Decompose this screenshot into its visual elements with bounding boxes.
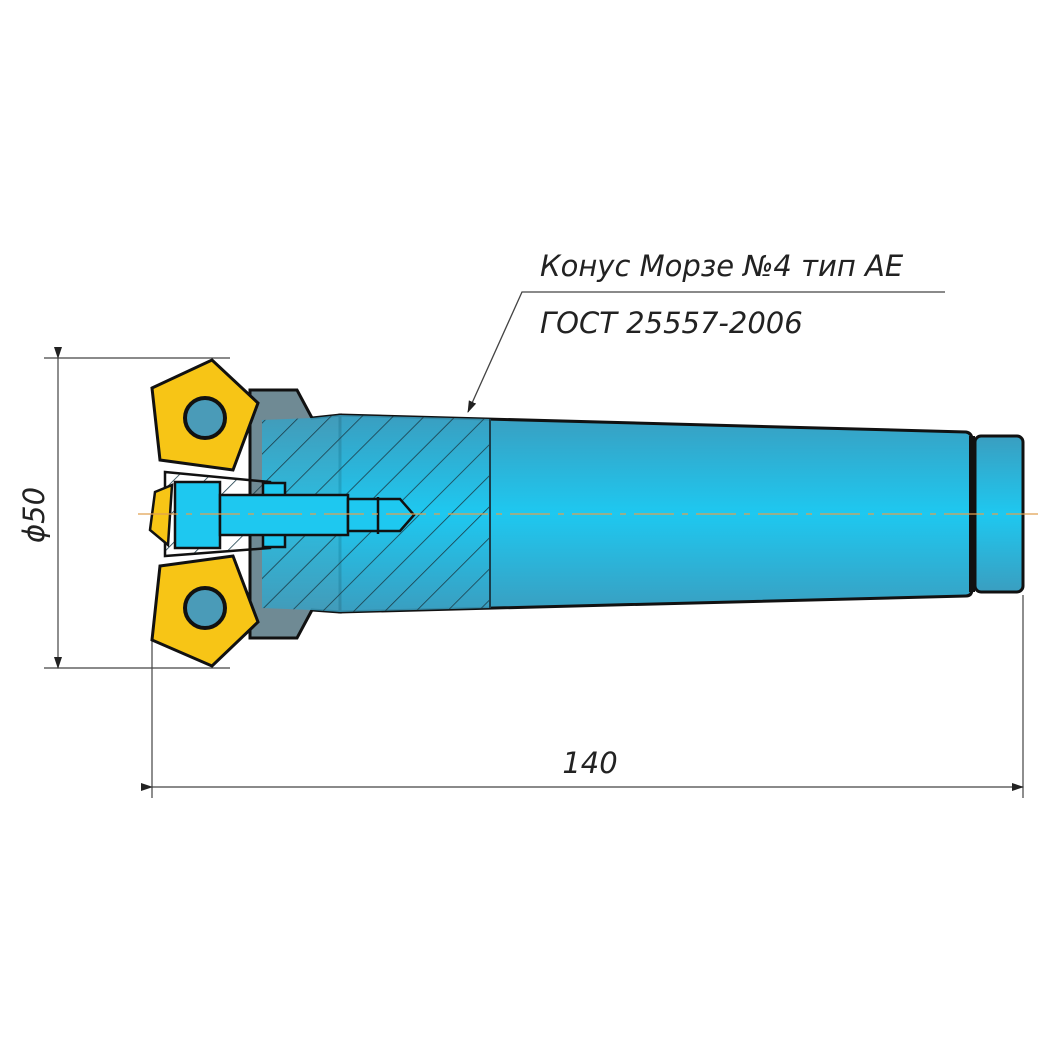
length-dimension-label: 140	[562, 746, 617, 780]
taper-label: Конус Морзе №4 тип АЕ	[540, 249, 904, 283]
leader-line	[467, 291, 945, 413]
diameter-dimension-label: ϕ50	[17, 487, 51, 543]
insert-bottom	[150, 554, 260, 668]
insert-top	[150, 358, 260, 472]
standard-label: ГОСТ 25557-2006	[540, 306, 803, 340]
dimension-lines	[44, 347, 1024, 798]
